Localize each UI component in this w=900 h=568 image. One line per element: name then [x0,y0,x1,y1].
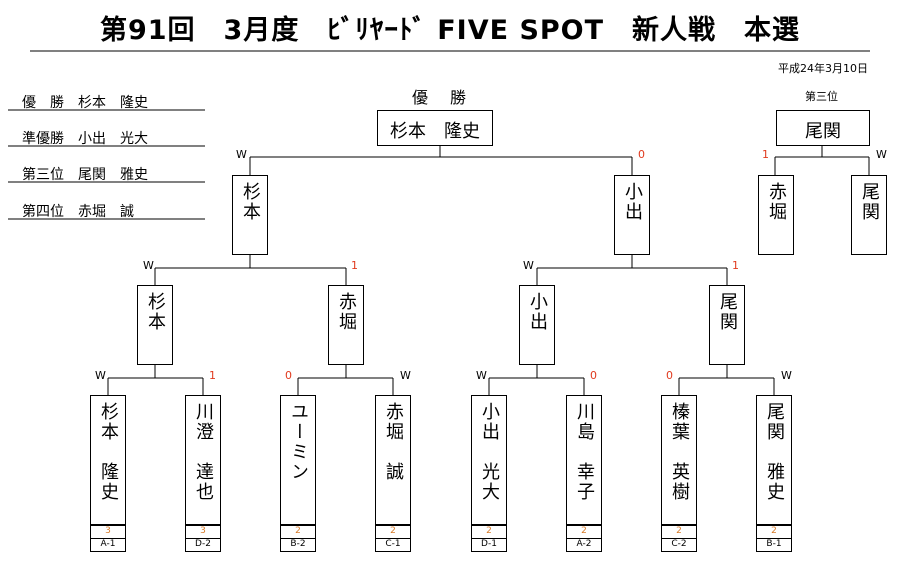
seed-6: A-2 [566,538,602,552]
player-box-3: ユーミン [280,395,316,525]
quarter-score-3: W [523,259,534,272]
r1-score-3: 0 [285,369,292,382]
player-3-name: ユーミン [288,402,309,482]
handicap-4: 2 [375,525,411,538]
player-box-4: 赤堀 誠 [375,395,411,525]
seed-1: A-1 [90,538,126,552]
player-box-5: 小出 光大 [471,395,507,525]
quarter-score-2: 1 [351,259,358,272]
event-date: 平成24年3月10日 [778,62,868,75]
r1-score-6: 0 [590,369,597,382]
quarter-2-name: 赤堀 [336,292,357,332]
r1-score-8: W [781,369,792,382]
quarter-1-name: 杉本 [145,292,166,332]
semi-box-right: 小出 [614,175,650,255]
player-6-name: 川島 幸子 [574,402,595,502]
third-player-left-name: 赤堀 [766,182,787,222]
third-place-header: 第三位 [805,90,838,103]
seed-3: B-2 [280,538,316,552]
r1-score-2: 1 [209,369,216,382]
seed-8: B-1 [756,538,792,552]
semi-score-right: 0 [638,148,645,161]
seed-5: D-1 [471,538,507,552]
third-player-right-name: 尾関 [859,182,880,222]
result-third: 第三位 尾関 雅史 [22,167,148,183]
player-2-name: 川澄 達也 [193,402,214,502]
handicap-1: 3 [90,525,126,538]
player-box-1: 杉本 隆史 [90,395,126,525]
player-box-2: 川澄 達也 [185,395,221,525]
champion-header: 優 勝 [412,88,470,107]
player-box-6: 川島 幸子 [566,395,602,525]
seed-4: C-1 [375,538,411,552]
player-5-name: 小出 光大 [479,402,500,502]
r1-score-1: W [95,369,106,382]
handicap-3: 2 [280,525,316,538]
handicap-7: 2 [661,525,697,538]
handicap-2: 3 [185,525,221,538]
third-score-left: 1 [762,148,769,161]
champion-name: 杉本 隆史 [390,121,480,142]
quarter-box-4: 尾関 [709,285,745,365]
result-winner: 優 勝 杉本 隆史 [22,95,148,111]
seed-2: D-2 [185,538,221,552]
handicap-5: 2 [471,525,507,538]
third-score-right: W [876,148,887,161]
quarter-box-1: 杉本 [137,285,173,365]
third-player-left: 赤堀 [758,175,794,255]
player-box-7: 榛葉 英樹 [661,395,697,525]
semi-box-left: 杉本 [232,175,268,255]
result-runner-up: 準優勝 小出 光大 [22,131,148,147]
result-fourth: 第四位 赤堀 誠 [22,204,134,220]
player-4-name: 赤堀 誠 [383,402,404,482]
player-8-name: 尾関 雅史 [764,402,785,502]
seed-7: C-2 [661,538,697,552]
page-title: 第91回 3月度 ﾋﾞﾘﾔｰﾄﾞ FIVE SPOT 新人戦 本選 [99,15,801,46]
handicap-6: 2 [566,525,602,538]
r1-score-5: W [476,369,487,382]
r1-score-7: 0 [666,369,673,382]
quarter-box-3: 小出 [519,285,555,365]
player-box-8: 尾関 雅史 [756,395,792,525]
third-place-box: 尾関 [776,110,870,146]
player-7-name: 榛葉 英樹 [669,402,690,502]
third-player-right: 尾関 [851,175,887,255]
third-place-name: 尾関 [805,121,841,142]
r1-score-4: W [400,369,411,382]
player-1-name: 杉本 隆史 [98,402,119,502]
semi-score-left: W [236,148,247,161]
quarter-score-4: 1 [732,259,739,272]
handicap-8: 2 [756,525,792,538]
quarter-4-name: 尾関 [717,292,738,332]
semi-left-name: 杉本 [240,182,261,222]
quarter-box-2: 赤堀 [328,285,364,365]
semi-right-name: 小出 [622,182,643,222]
quarter-3-name: 小出 [527,292,548,332]
champion-box: 杉本 隆史 [377,110,493,146]
quarter-score-1: W [143,259,154,272]
